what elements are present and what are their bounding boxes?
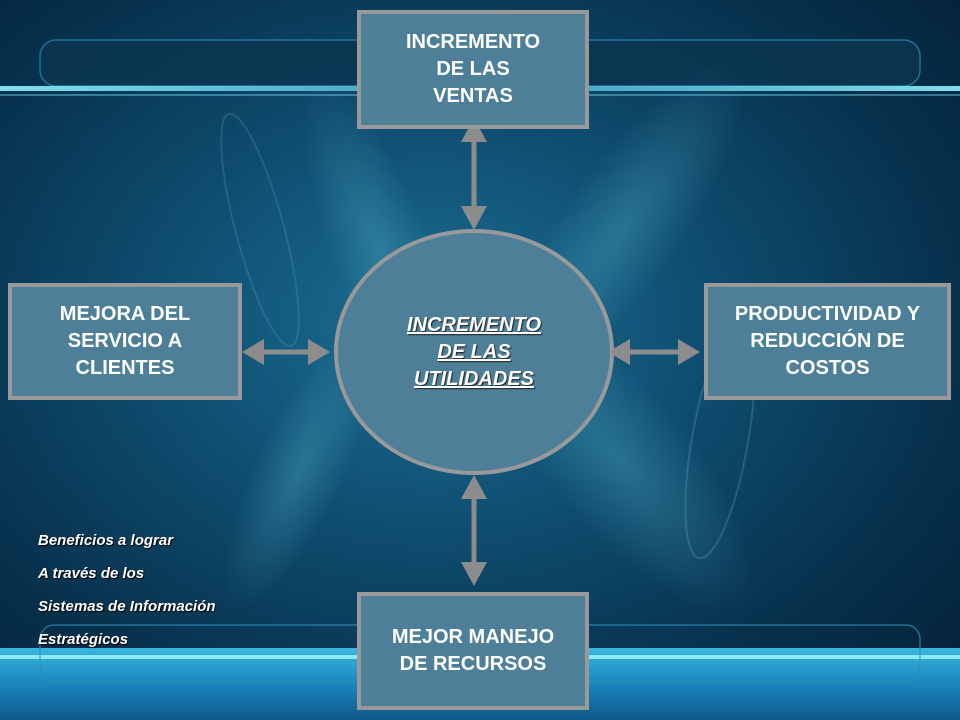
box-text-line: MEJOR MANEJO [391, 626, 555, 648]
box-text-line: CLIENTES [75, 357, 175, 379]
box-text-line: VENTAS [433, 85, 513, 107]
arrowhead [242, 339, 264, 365]
arrowhead [461, 562, 487, 586]
box-text-line: REDUCCIÓN DE [750, 330, 905, 352]
box-mejora-servicio: MEJORA DEL SERVICIO A CLIENTES [8, 283, 242, 400]
arrowhead [461, 206, 487, 230]
benefits-note: Beneficios a lograr A través de los Sist… [38, 524, 216, 656]
arrowhead [678, 339, 700, 365]
arrowhead [308, 339, 330, 365]
box-text-line: DE RECURSOS [399, 653, 547, 675]
arrowhead [608, 339, 630, 365]
arrowhead [461, 475, 487, 499]
box-text-line: INCREMENTO [405, 31, 541, 53]
box-text-line: SERVICIO A [67, 330, 183, 352]
arrowhead [461, 118, 487, 142]
box-manejo-recursos: MEJOR MANEJO DE RECURSOS [357, 592, 589, 710]
box-text-line: DE LAS [436, 58, 510, 80]
note-line: A través de los [38, 565, 145, 582]
box-text-line: MEJORA DEL [59, 303, 191, 325]
center-text-line: UTILIDADES [414, 368, 534, 390]
center-text-line: INCREMENTO [406, 314, 542, 336]
box-productividad: PRODUCTIVIDAD Y REDUCCIÓN DE COSTOS [704, 283, 951, 400]
center-label: INCREMENTO DE LAS UTILIDADES [354, 312, 594, 393]
decor-petal [224, 332, 376, 608]
center-text-line: DE LAS [437, 341, 511, 363]
box-incremento-ventas: INCREMENTO DE LAS VENTAS [357, 10, 589, 129]
box-text-line: COSTOS [785, 357, 870, 379]
note-line: Beneficios a lograr [38, 532, 174, 549]
note-line: Estratégicos [38, 631, 129, 648]
note-line: Sistemas de Información [38, 598, 216, 615]
box-text-line: PRODUCTIVIDAD Y [734, 303, 921, 325]
